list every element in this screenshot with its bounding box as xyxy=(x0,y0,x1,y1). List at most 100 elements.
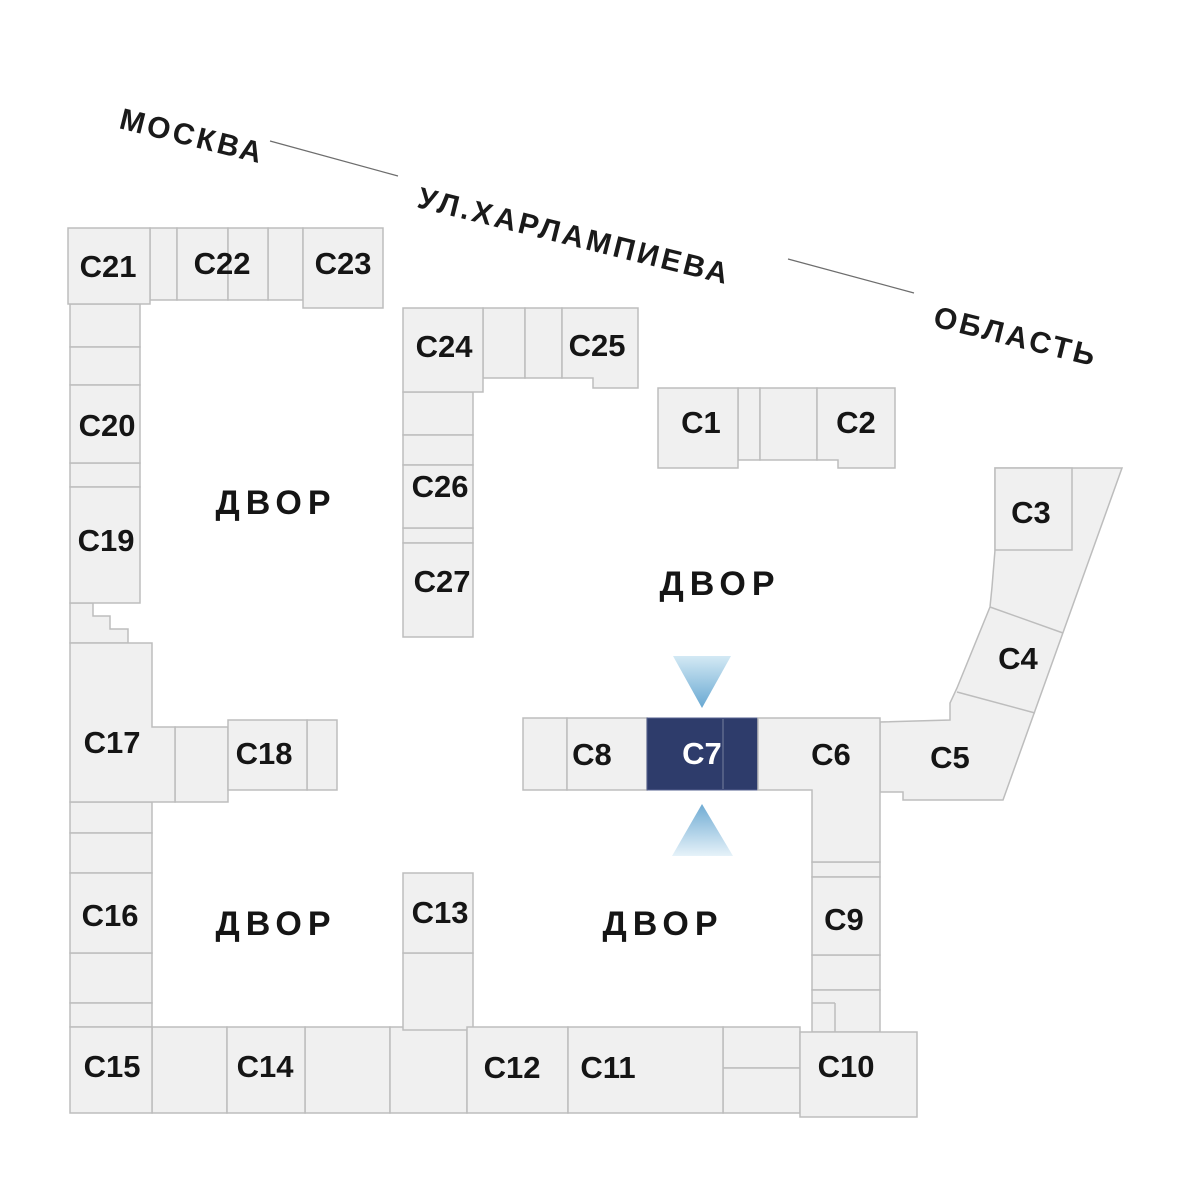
building-c14[interactable]: C14 xyxy=(226,1026,306,1114)
building-c8[interactable]: C8 xyxy=(566,717,648,791)
street-name-label: УЛ.ХАРЛАМПИЕВА xyxy=(414,182,734,292)
building-segment xyxy=(389,1026,468,1114)
building-c10[interactable]: C10 xyxy=(799,1031,918,1118)
building-c24[interactable]: C24 xyxy=(402,307,484,393)
building-c2-shape[interactable] xyxy=(816,387,896,469)
street-divider-line xyxy=(787,258,915,294)
building-c12-shape[interactable] xyxy=(466,1026,569,1114)
building-c7-shape[interactable] xyxy=(646,717,759,791)
building-c13-shape[interactable] xyxy=(402,872,474,954)
building-c18[interactable]: C18 xyxy=(227,719,308,791)
building-c25-shape[interactable] xyxy=(561,307,639,389)
building-c9[interactable]: C9 xyxy=(811,876,881,956)
building-c11[interactable]: C11 xyxy=(567,1026,724,1114)
building-c10-shape[interactable] xyxy=(799,1031,918,1118)
building-c8-label: C8 xyxy=(572,737,612,772)
building-c3-label: C3 xyxy=(1011,495,1051,530)
building-c7-selected[interactable]: C7 xyxy=(646,717,759,791)
building-c13[interactable]: C13 xyxy=(402,872,474,954)
building-segment xyxy=(69,952,153,1004)
building-c2[interactable]: C2 xyxy=(816,387,896,469)
courtyard-label-bottom-left: ДВОР xyxy=(215,905,336,943)
building-segment xyxy=(306,719,338,791)
building-c19-label: C19 xyxy=(78,523,135,558)
building-c22[interactable]: C22 xyxy=(176,227,269,301)
building-segment xyxy=(402,527,474,544)
building-c24-shape[interactable] xyxy=(402,307,484,393)
building-segment xyxy=(69,303,141,348)
building-segment xyxy=(737,387,761,461)
building-c22-shape[interactable] xyxy=(227,227,269,301)
building-c20-shape[interactable] xyxy=(69,384,141,464)
building-c16[interactable]: C16 xyxy=(69,872,153,954)
building-c17[interactable]: C17 xyxy=(69,642,176,803)
street-city-label: МОСКВА xyxy=(116,103,268,171)
building-c3[interactable]: C3 xyxy=(994,467,1073,551)
building-segment xyxy=(482,307,526,379)
building-segment xyxy=(149,227,178,301)
building-c1-shape[interactable] xyxy=(657,387,739,469)
building-c3-shape[interactable] xyxy=(994,467,1073,551)
building-segment xyxy=(811,989,881,1033)
building-c9-label: C9 xyxy=(824,902,864,937)
building-segments xyxy=(69,227,881,1114)
building-c15-shape[interactable] xyxy=(69,1026,153,1114)
building-c26-label: C26 xyxy=(412,469,469,504)
building-c27-label: C27 xyxy=(414,564,471,599)
building-c27[interactable]: C27 xyxy=(402,542,474,638)
building-segment-staircase xyxy=(69,602,129,644)
building-segment xyxy=(267,227,304,301)
building-c19[interactable]: C19 xyxy=(69,486,141,604)
building-c7-label: C7 xyxy=(682,736,722,771)
building-c11-shape[interactable] xyxy=(567,1026,724,1114)
building-c16-shape[interactable] xyxy=(69,872,153,954)
building-c19-shape[interactable] xyxy=(69,486,141,604)
selected-arrow-up-icon xyxy=(672,804,733,856)
building-c21-shape[interactable] xyxy=(67,227,151,305)
building-c25-label: C25 xyxy=(569,328,626,363)
building-c5[interactable]: C5 xyxy=(930,740,970,775)
building-c6-shape[interactable] xyxy=(757,717,881,863)
building-segment xyxy=(304,1026,391,1114)
building-segment xyxy=(524,307,563,379)
building-segment xyxy=(69,1002,153,1028)
courtyard-label-top-left: ДВОР xyxy=(215,484,336,522)
segment-divider xyxy=(989,606,1064,634)
building-c20-label: C20 xyxy=(79,408,136,443)
building-c15[interactable]: C15 xyxy=(69,1026,153,1114)
building-segment xyxy=(722,1067,801,1114)
building-c23[interactable]: C23 xyxy=(302,227,384,309)
courtyard-label-middle: ДВОР xyxy=(659,565,780,603)
building-c14-shape[interactable] xyxy=(226,1026,306,1114)
building-c23-shape[interactable] xyxy=(302,227,384,309)
building-wing-shape xyxy=(879,467,1124,801)
building-c12-label: C12 xyxy=(484,1050,541,1085)
building-c14-label: C14 xyxy=(237,1049,295,1084)
street-region-label: ОБЛАСТЬ xyxy=(930,301,1101,374)
building-c1[interactable]: C1 xyxy=(657,387,739,469)
building-segment xyxy=(522,717,568,791)
building-c21[interactable]: C21 xyxy=(67,227,151,305)
building-segment xyxy=(402,391,474,436)
building-c18-shape[interactable] xyxy=(227,719,308,791)
building-segment xyxy=(811,954,881,991)
building-c6[interactable]: C6 xyxy=(757,717,881,863)
building-c25[interactable]: C25 xyxy=(561,307,639,389)
building-c10-label: C10 xyxy=(818,1049,875,1084)
building-segment xyxy=(722,1026,801,1069)
selected-arrow-down-icon xyxy=(673,656,731,708)
building-c12[interactable]: C12 xyxy=(466,1026,569,1114)
building-c8-shape[interactable] xyxy=(566,717,648,791)
building-c4[interactable]: C4 xyxy=(998,641,1038,676)
building-c17-shape[interactable] xyxy=(69,642,176,803)
building-wing-c3-c4-c5 xyxy=(879,467,1124,801)
building-c20[interactable]: C20 xyxy=(69,384,141,464)
building-c27-shape[interactable] xyxy=(402,542,474,638)
building-c23-label: C23 xyxy=(315,246,372,281)
building-c26[interactable]: C26 xyxy=(402,464,474,529)
building-c26-shape[interactable] xyxy=(402,464,474,529)
building-segment xyxy=(402,434,474,466)
building-c2-label: C2 xyxy=(836,405,876,440)
building-c9-shape[interactable] xyxy=(811,876,881,956)
courtyard-label-bottom-middle: ДВОР xyxy=(602,905,723,943)
